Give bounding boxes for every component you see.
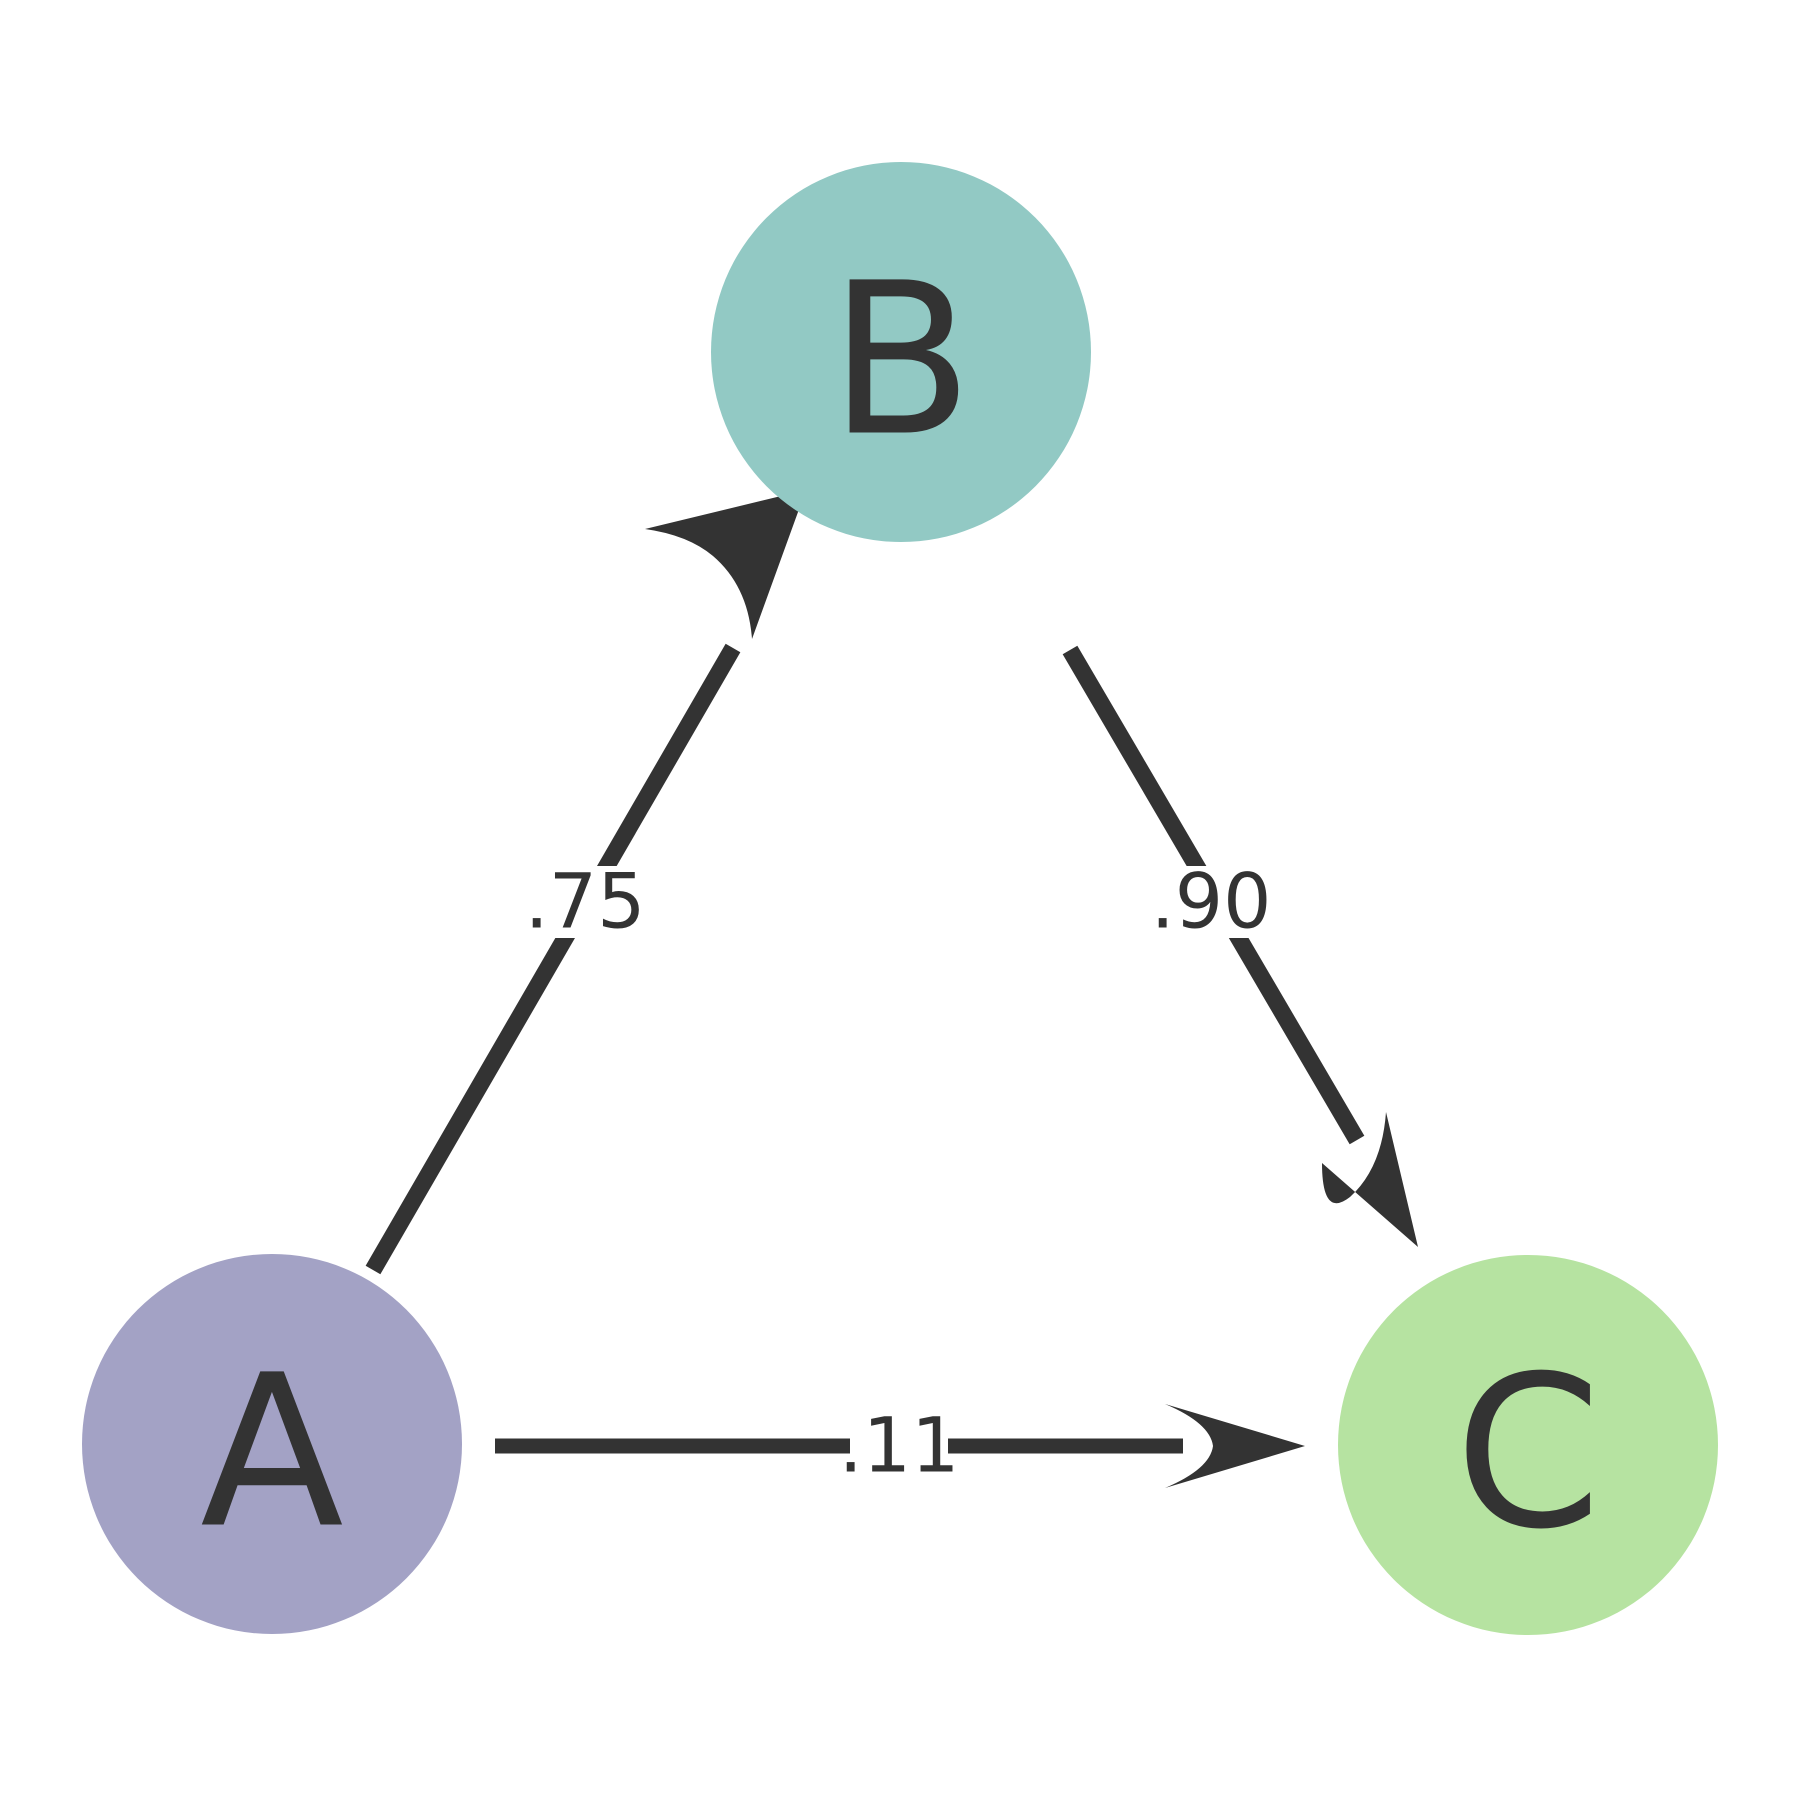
edge-a-to-b-shaft	[365, 643, 741, 1275]
edge-a-to-c-arrowhead	[1165, 1404, 1305, 1488]
edge-a-to-c-label-halo	[850, 1410, 948, 1482]
edge-a-to-b[interactable]: .75	[365, 490, 806, 1275]
edge-a-to-b-arrowhead	[645, 490, 806, 639]
edge-b-to-c-label: .90	[1151, 857, 1272, 946]
node-b-label: B	[829, 238, 973, 483]
edge-a-to-b-label-halo	[540, 866, 632, 938]
edge-a-to-c-label: .11	[839, 1401, 960, 1490]
node-a-circle[interactable]	[82, 1254, 462, 1634]
node-b-circle[interactable]	[711, 162, 1091, 542]
edge-b-to-c[interactable]: .90	[1062, 645, 1418, 1247]
node-a[interactable]: A	[82, 1254, 462, 1634]
node-c-label: C	[1455, 1331, 1602, 1576]
node-c-circle[interactable]	[1338, 1255, 1718, 1635]
node-b[interactable]: B	[711, 162, 1091, 542]
edge-a-to-c[interactable]: .11	[495, 1401, 1305, 1490]
node-c[interactable]: C	[1338, 1255, 1718, 1635]
edge-b-to-c-label-halo	[1164, 866, 1260, 938]
node-a-label: A	[200, 1330, 344, 1575]
edge-a-to-b-label: .75	[525, 857, 646, 946]
edge-b-to-c-arrowhead	[1322, 1112, 1418, 1247]
